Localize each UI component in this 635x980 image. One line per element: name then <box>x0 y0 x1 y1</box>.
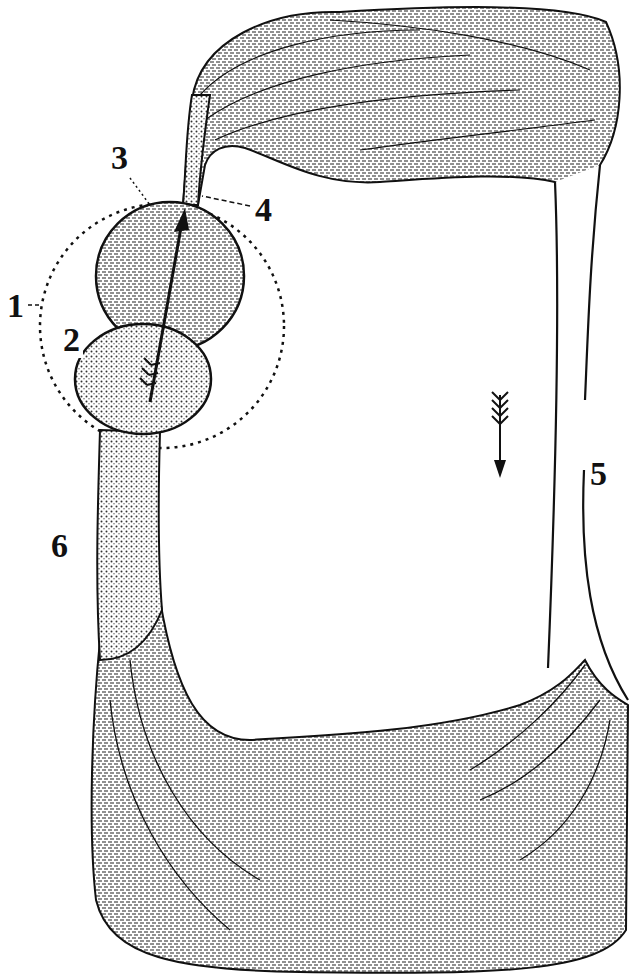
arrow-head <box>174 208 189 232</box>
callout-number: 6 <box>48 528 71 564</box>
vessel-fibres <box>200 20 595 150</box>
arrow-head <box>494 460 506 478</box>
callout-number: 4 <box>252 192 275 228</box>
vessel-wall <box>548 182 557 668</box>
callout-number: 2 <box>60 322 83 358</box>
body-capillaries <box>92 600 628 973</box>
vessel-wall <box>583 165 628 700</box>
arrow-feather <box>140 358 160 385</box>
callout-number: 5 <box>587 456 610 492</box>
arrow-feather <box>492 392 508 424</box>
heart-chamber <box>75 324 211 434</box>
vein-vessel <box>97 430 162 660</box>
vessel-fibres <box>110 660 610 930</box>
artery-stalk <box>183 95 210 205</box>
callout-number: 1 <box>4 288 27 324</box>
flow-arrow <box>150 222 182 402</box>
leader-line <box>130 178 150 205</box>
callout-number: 3 <box>108 140 131 176</box>
lung-capillaries <box>183 7 620 205</box>
leader-line <box>202 196 250 206</box>
leader-line <box>28 304 40 306</box>
